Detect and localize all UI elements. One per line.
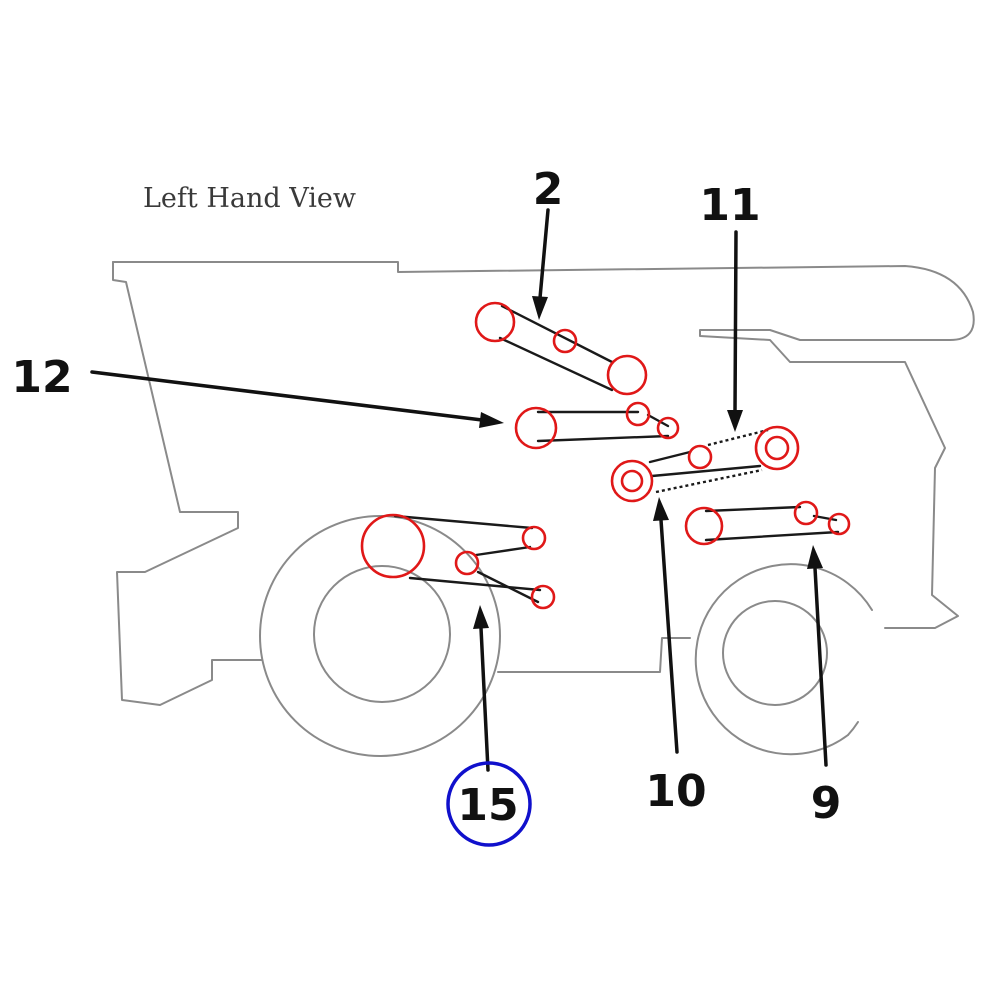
arrowhead-11	[727, 410, 743, 432]
arrow-2	[538, 208, 550, 300]
belt-line	[704, 505, 802, 513]
pulley	[606, 354, 648, 396]
arrowhead-2	[532, 296, 548, 320]
belt-line	[408, 576, 542, 592]
body-outline	[112, 261, 263, 706]
rear-tire	[694, 563, 873, 756]
arrowhead-12	[479, 412, 504, 428]
callout-11: 11	[699, 180, 760, 231]
callout-2: 2	[533, 164, 564, 215]
view-title: Left Hand View	[143, 183, 356, 214]
callout-labels: 2 11 12 10 9 15	[11, 164, 842, 847]
belt-line	[536, 434, 670, 443]
belt-line	[476, 570, 540, 604]
pulley	[827, 512, 851, 536]
arrow-9	[813, 566, 828, 767]
belt-line	[393, 514, 534, 530]
belt-drive-15	[360, 513, 556, 610]
callout-15-highlight-ring	[446, 761, 532, 847]
belt-line	[648, 450, 692, 464]
pulley	[684, 506, 724, 546]
pulley	[687, 444, 713, 470]
pulley	[552, 328, 578, 354]
rear-wheel	[694, 563, 873, 756]
pulley	[360, 513, 426, 579]
pulley	[514, 406, 558, 450]
callout-12: 12	[11, 352, 72, 403]
pulley-inner	[620, 469, 644, 493]
arrow-10	[659, 518, 679, 754]
belt-drive-10-11	[610, 425, 800, 503]
pulley	[793, 500, 819, 526]
belt-drive-12	[514, 401, 680, 450]
callout-9: 9	[811, 778, 842, 829]
rear-tire-lower-arc	[847, 721, 859, 736]
arrowhead-15	[473, 605, 489, 629]
belt-line-dotted	[707, 428, 769, 447]
pulley-outer	[754, 425, 800, 471]
pulley-inner	[764, 435, 790, 461]
machine-outline	[112, 261, 975, 706]
pulley	[521, 525, 547, 551]
arrow-12	[90, 370, 484, 422]
callout-15: 15	[457, 780, 518, 831]
front-rim	[313, 565, 451, 703]
arrow-15	[479, 626, 490, 772]
front-tire	[259, 515, 501, 757]
belt-drive-2	[474, 301, 648, 396]
belt-drive-9	[684, 500, 851, 546]
arrowhead-10	[653, 497, 669, 521]
roof-outline	[112, 261, 975, 629]
belt-line	[704, 530, 840, 542]
belt-line-dotted	[655, 468, 763, 494]
belt-line	[474, 545, 532, 557]
belt-line	[650, 464, 762, 478]
pulley-outer	[610, 459, 654, 503]
pulley	[530, 584, 556, 610]
pulley	[474, 301, 516, 343]
callout-10: 10	[645, 766, 706, 817]
belt-line	[646, 413, 670, 428]
rear-rim	[722, 600, 828, 706]
pulley	[454, 550, 480, 576]
belt-line	[498, 336, 614, 392]
pulley	[656, 416, 680, 440]
callout-arrows	[90, 208, 828, 772]
pulley	[625, 401, 651, 427]
arrow-11	[733, 230, 738, 414]
bottom-outline	[497, 637, 691, 673]
front-wheel	[259, 515, 501, 757]
arrowhead-9	[807, 545, 823, 569]
